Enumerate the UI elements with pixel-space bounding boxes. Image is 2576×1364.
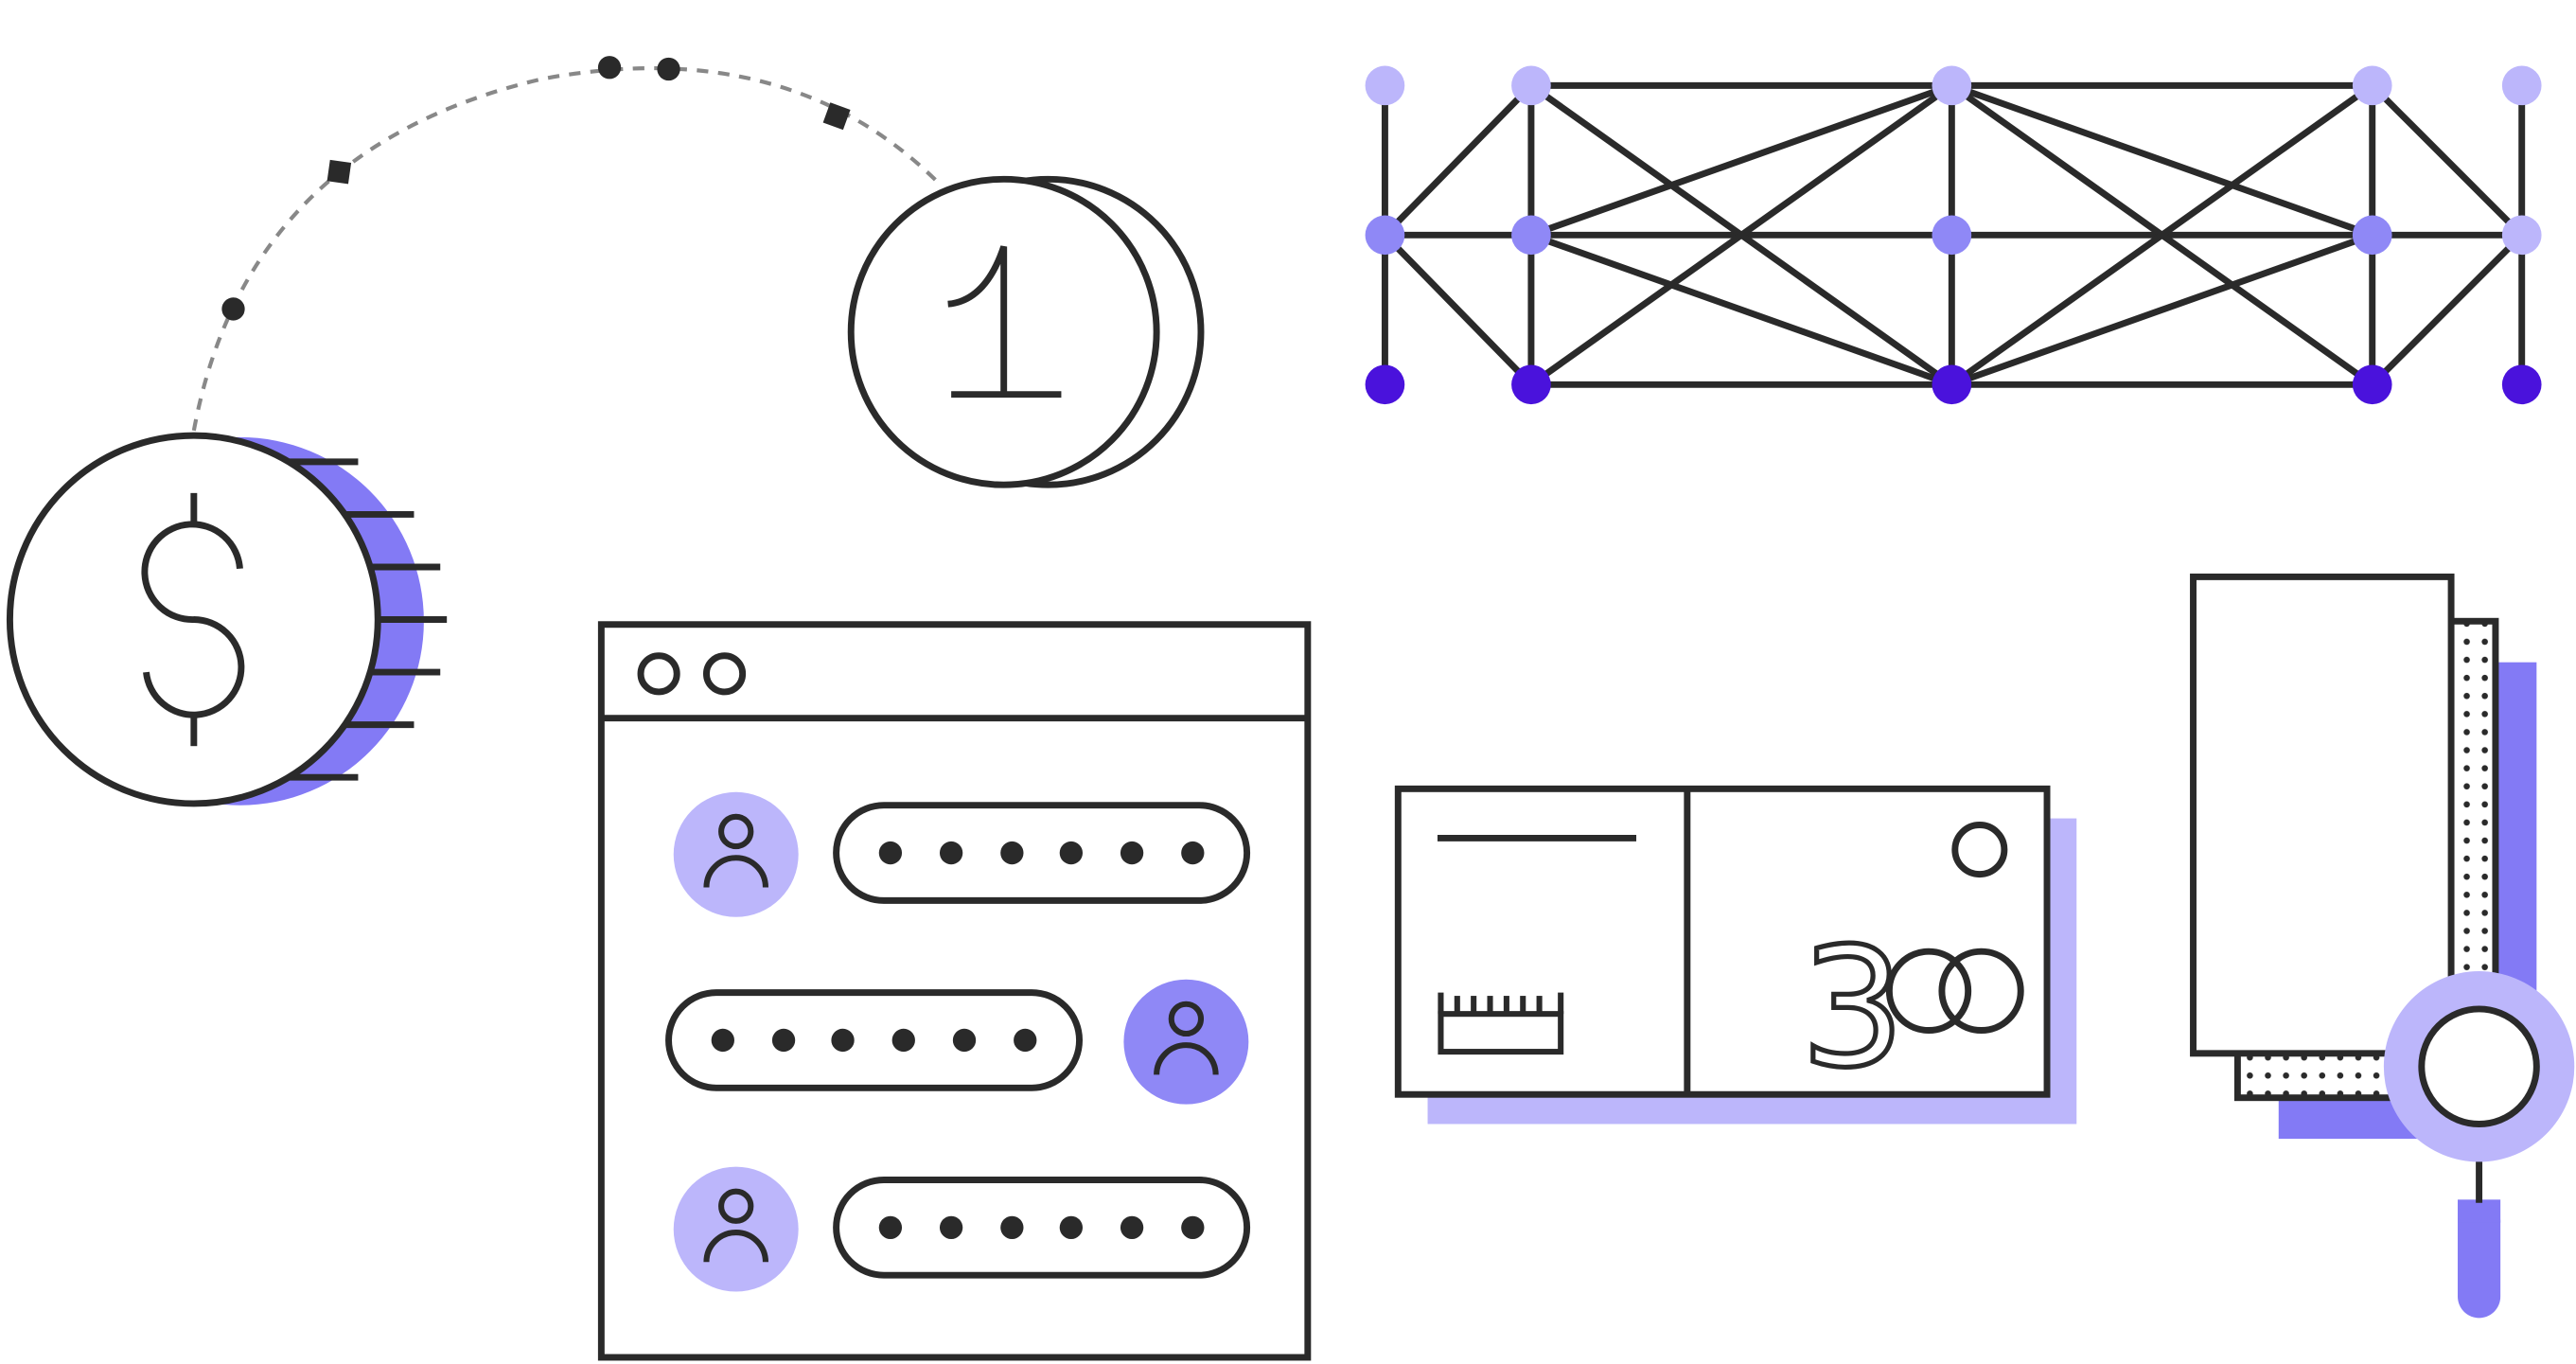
window-control-icon (702, 652, 747, 696)
document-stack-icon (2190, 573, 2537, 1140)
note-seal-icon (1951, 822, 2008, 878)
bill-amount-digit: 3 (1801, 912, 1905, 1104)
magnifier-icon (2383, 971, 2575, 1319)
barcode-icon (1438, 992, 1564, 1055)
user-avatar-icon (1123, 979, 1249, 1105)
coin-trail (191, 56, 942, 432)
banknote-icon: 3 (1394, 785, 2077, 1125)
zero-ring-icon (1885, 948, 1972, 1034)
network-graph-icon (1365, 65, 2542, 405)
user-avatar-icon (673, 791, 799, 917)
password-field-icon (833, 1177, 1251, 1279)
one-coin-icon (847, 175, 1205, 488)
zero-ring-icon (1938, 948, 2024, 1034)
user-avatar-icon (673, 1166, 799, 1292)
password-field-icon (833, 802, 1251, 904)
password-field-icon (665, 989, 1084, 1091)
window-control-icon (637, 652, 680, 696)
dollar-sign-icon (141, 492, 245, 747)
dollar-coin-icon (6, 432, 448, 807)
number-one-glyph (947, 245, 1062, 399)
login-window-icon (597, 621, 1312, 1361)
